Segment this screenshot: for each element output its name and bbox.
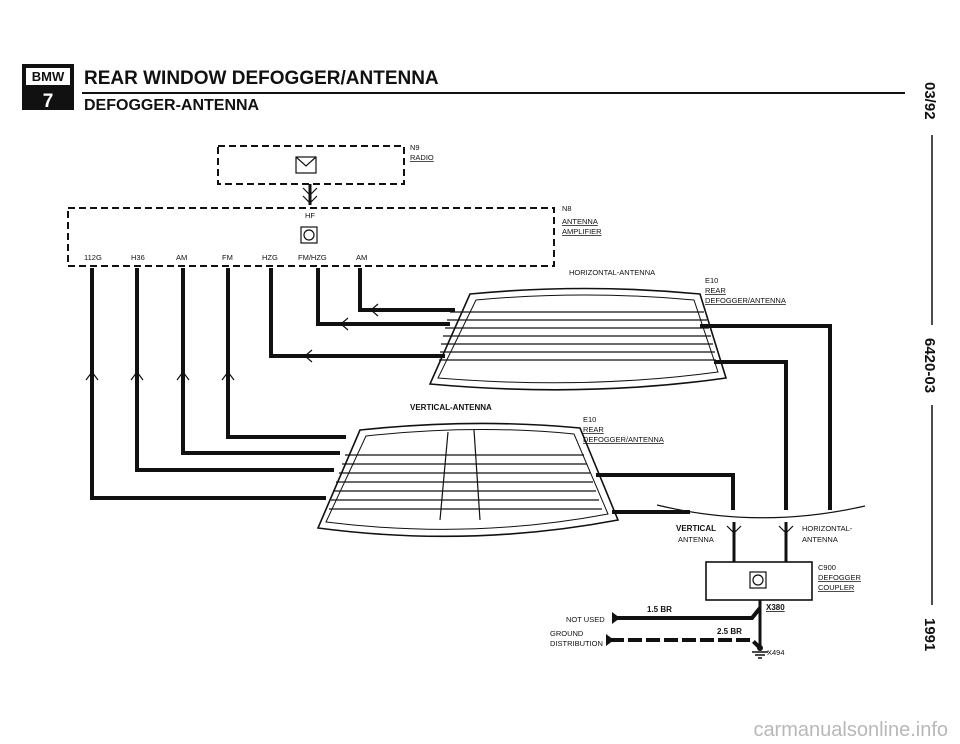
ground-label-2: DISTRIBUTION (550, 639, 603, 648)
header: BMW 7 REAR WINDOW DEFOGGER/ANTENNA DEFOG… (22, 64, 905, 114)
horizontal-window-name-1: REAR (705, 286, 726, 295)
logo-bottom-text: 7 (43, 91, 54, 112)
horizontal-window-name-2: DEFOGGER/ANTENNA (705, 296, 786, 305)
hf-cable (302, 184, 318, 205)
radio-speaker-icon (295, 156, 317, 174)
vertical-antenna-caption: VERTICAL-ANTENNA (410, 403, 492, 412)
radio-code: N9 (410, 143, 420, 152)
pin-fm: FM (222, 253, 233, 262)
radio-name: RADIO (410, 153, 434, 162)
amplifier-code: N8 (562, 204, 572, 213)
pin-fm-hzg: FM/HZG (298, 253, 327, 262)
amplifier-box (67, 207, 555, 267)
wire-label-2: 2.5 BR (717, 627, 742, 636)
page-title: REAR WINDOW DEFOGGER/ANTENNA (84, 68, 439, 89)
watermark-text: carmanualsonline.info (753, 719, 948, 741)
not-used-label: NOT USED (566, 615, 605, 624)
sidebar-date: 03/92 (921, 82, 938, 120)
ground-section: NOT USED GROUND DISTRIBUTION 1.5 BR 2.5 … (550, 600, 785, 659)
defogger-wires (596, 324, 866, 519)
page-subtitle: DEFOGGER-ANTENNA (84, 97, 260, 114)
sidebar-section: 6420-03 (921, 338, 938, 393)
antenna-amplifier-n8: HF N8 ANTENNA AMPLIFIER 112G H36 AM FM H… (67, 204, 602, 267)
amplifier-icon (300, 226, 318, 244)
radio-box (217, 145, 405, 185)
sidebar: 03/92 6420-03 1991 (921, 82, 938, 651)
vertical-window-code: E10 (583, 415, 596, 424)
coupler-code: C900 (818, 563, 836, 572)
connector-x494: X494 (767, 648, 785, 657)
vertical-window-name-2: DEFOGGER/ANTENNA (583, 435, 664, 444)
coupler-icon (749, 571, 767, 589)
defogger-coupler-c900: VERTICAL ANTENNA HORIZONTAL- ANTENNA C90… (676, 522, 862, 601)
amplifier-wires (85, 268, 455, 500)
vertical-antenna-window: VERTICAL-ANTENNA E10 REAR DEFOGGER/ANTEN… (316, 403, 664, 538)
pin-112g: 112G (84, 253, 102, 262)
wire-label-1: 1.5 BR (647, 605, 672, 614)
amplifier-name-1: ANTENNA (562, 217, 598, 226)
amplifier-hf-label: HF (305, 211, 315, 220)
horizontal-window-code: E10 (705, 276, 718, 285)
pin-am-2: AM (356, 253, 367, 262)
coupler-name-2: COUPLER (818, 583, 855, 592)
horizontal-antenna-window: HORIZONTAL-ANTENNA E10 REAR DEFOGGER/ANT… (428, 268, 786, 391)
pin-h36: H36 (131, 253, 145, 262)
amplifier-name-2: AMPLIFIER (562, 227, 602, 236)
coupler-left-label-2: ANTENNA (678, 535, 714, 544)
pin-am-1: AM (176, 253, 187, 262)
connector-x380: X380 (766, 603, 785, 612)
vertical-window-name-1: REAR (583, 425, 604, 434)
horizontal-antenna-caption: HORIZONTAL-ANTENNA (569, 268, 655, 277)
coupler-name-1: DEFOGGER (818, 573, 862, 582)
sidebar-year: 1991 (921, 618, 938, 651)
logo-top-text: BMW (32, 69, 65, 84)
ground-label-1: GROUND (550, 629, 584, 638)
coupler-left-label-1: VERTICAL (676, 524, 716, 533)
radio-n9: N9 RADIO (217, 143, 434, 185)
coupler-box (705, 561, 813, 601)
coupler-right-label-2: ANTENNA (802, 535, 838, 544)
coupler-right-label-1: HORIZONTAL- (802, 524, 853, 533)
pin-hzg: HZG (262, 253, 278, 262)
